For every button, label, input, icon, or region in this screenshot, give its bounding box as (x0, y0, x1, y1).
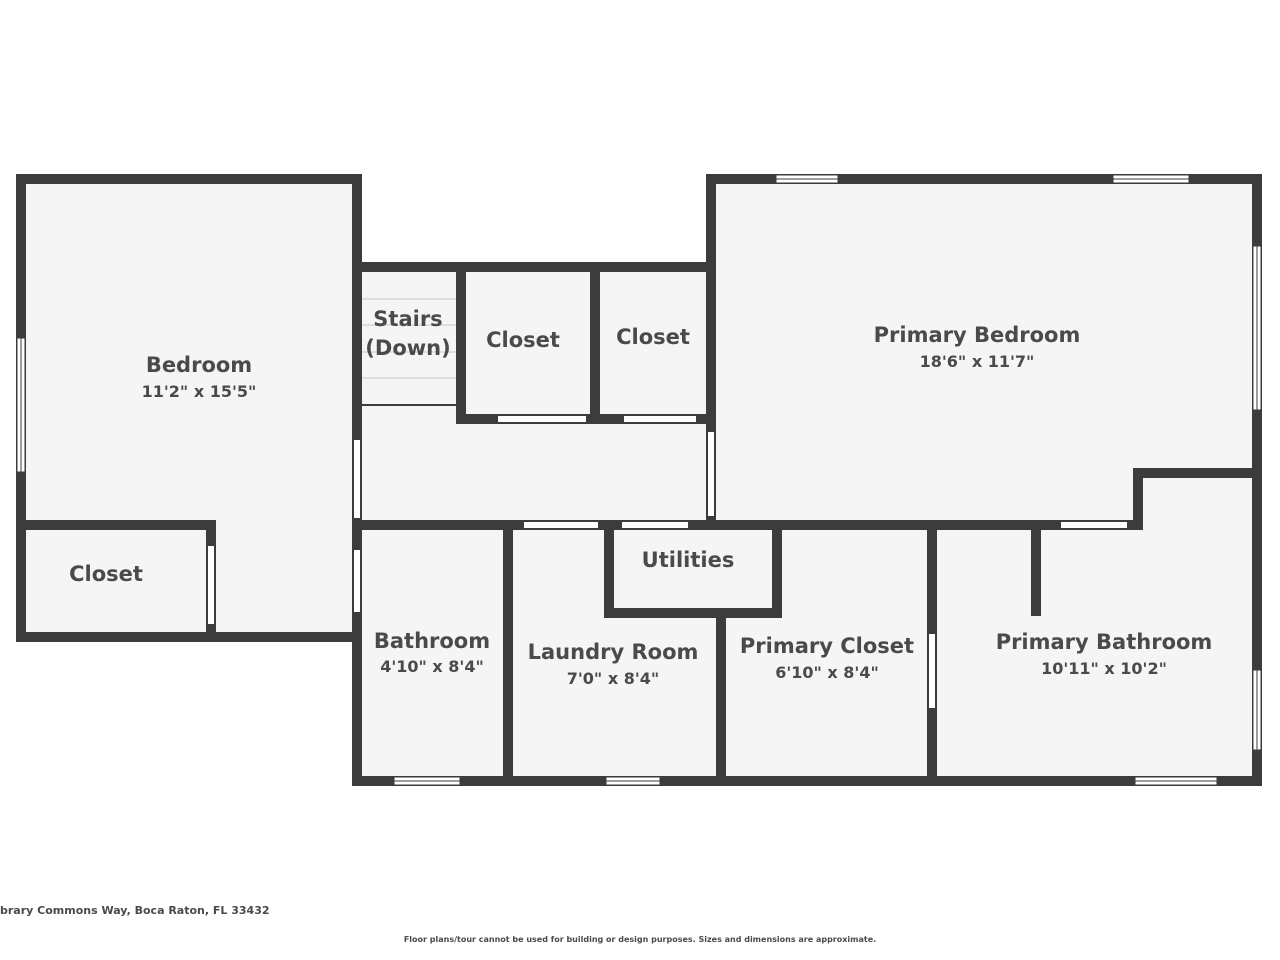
label-utilities: Utilities (642, 548, 735, 572)
label-bathroom-dims: 4'10" x 8'4" (380, 657, 484, 676)
label-primary-bathroom-name: Primary Bathroom (996, 630, 1213, 654)
label-closet-a: Closet (486, 328, 560, 352)
label-stairs-line2: (Down) (365, 336, 450, 360)
label-bathroom-name: Bathroom (374, 629, 490, 653)
stairs-treads (362, 298, 456, 379)
window-primary-bath-bottom (1134, 776, 1218, 786)
label-primary-bathroom-dims: 10'11" x 10'2" (1041, 659, 1167, 678)
property-address: brary Commons Way, Boca Raton, FL 33432 (0, 904, 270, 917)
label-laundry-room-dims: 7'0" x 8'4" (567, 669, 659, 688)
window-laundry-bottom (605, 776, 661, 786)
windows (16, 174, 1262, 786)
window-primary-top-2 (1112, 174, 1190, 184)
window-primary-top-1 (775, 174, 839, 184)
window-bathroom-bottom (393, 776, 461, 786)
label-stairs-line1: Stairs (373, 307, 442, 331)
label-bedroom-dims: 11'2" x 15'5" (142, 382, 257, 401)
label-primary-bedroom-dims: 18'6" x 11'7" (920, 352, 1035, 371)
openings (208, 416, 1127, 708)
window-bedroom-left (16, 337, 26, 473)
label-primary-closet-dims: 6'10" x 8'4" (775, 663, 879, 682)
label-primary-bedroom-name: Primary Bedroom (874, 323, 1081, 347)
label-laundry-room-name: Laundry Room (528, 640, 699, 664)
label-bedroom-name: Bedroom (146, 353, 252, 377)
label-bedroom-closet: Closet (69, 562, 143, 586)
window-bathroom-right (1252, 669, 1262, 751)
window-primary-right (1252, 245, 1262, 411)
label-primary-closet-name: Primary Closet (740, 634, 914, 658)
disclaimer-text: Floor plans/tour cannot be used for buil… (403, 935, 877, 944)
room-labels: Bedroom 11'2" x 15'5" Closet Stairs (Dow… (69, 307, 1212, 688)
label-closet-b: Closet (616, 325, 690, 349)
